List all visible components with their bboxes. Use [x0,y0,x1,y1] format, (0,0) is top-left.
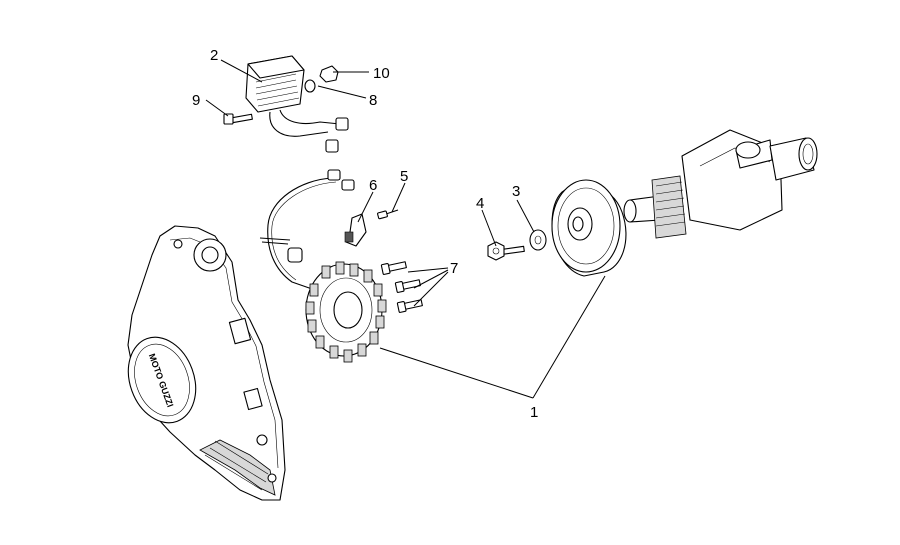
regulator-washer [304,79,316,93]
regulator-bolt [223,113,253,125]
rotor-flywheel [551,179,627,277]
stator-screws [380,261,423,313]
callout-labels: 1 2 3 4 5 6 7 8 9 10 [192,47,538,421]
callout-8: 8 [369,92,377,109]
callout-9: 9 [192,92,200,109]
stator-wiring-harness [259,169,355,291]
callout-4: 4 [476,195,484,212]
callout-2: 2 [210,47,218,64]
wire-clamp-bracket [344,213,367,247]
callout-7: 7 [450,260,458,277]
voltage-regulator [245,55,349,153]
callout-3: 3 [512,183,520,200]
flywheel-bolt [487,241,525,261]
callout-6: 6 [369,177,377,194]
callout-10: 10 [373,65,390,82]
screw [377,209,399,220]
leader-lines [205,59,606,399]
washer [529,229,547,251]
generator-cover: MOTO GUZZI [127,225,286,501]
callout-5: 5 [400,168,408,185]
stator [305,261,387,363]
regulator-nut [319,65,339,83]
callout-1: 1 [530,404,538,421]
crankshaft [623,129,818,239]
